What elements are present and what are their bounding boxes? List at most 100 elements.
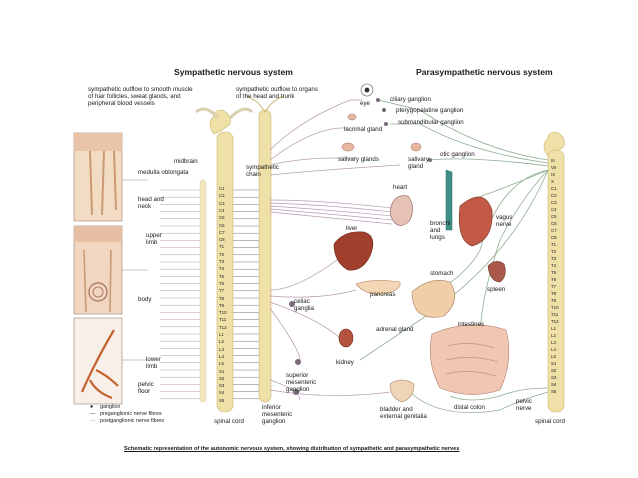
segment-label-right: S3 [551, 375, 557, 380]
segment-label-left: T6 [219, 280, 225, 286]
label-adrenal-gland: adrenal gland [376, 326, 414, 333]
label-outflow-organs: sympathetic outflow to organs of the hea… [236, 86, 318, 100]
segment-label-right: T6 [551, 277, 557, 282]
parasympathetic-title: Parasympathetic nervous system [416, 67, 553, 77]
sympathetic-title: Sympathetic nervous system [174, 67, 293, 77]
segment-label-right: C8 [551, 235, 557, 240]
segment-label-right: S2 [551, 368, 557, 373]
legend-row: — preganglionic nerve fibres [90, 411, 164, 418]
segment-label-right: T1 [551, 242, 557, 247]
segment-label-right: C7 [551, 228, 557, 233]
label-lacrimal-gland: lacrimal gland [344, 126, 383, 133]
label-submandibular-ganglion: submandibular ganglion [398, 119, 464, 126]
label-kidney: kidney [336, 359, 354, 366]
segment-label-left: L3 [219, 346, 224, 352]
legend-symbol: ··· [90, 418, 96, 424]
label-sympathetic-chain: sympathetic chain [246, 164, 280, 178]
sympathetic-chain [245, 95, 285, 403]
label-medulla-oblongata: medulla oblongata [138, 169, 189, 176]
segment-label-right: T8 [551, 291, 557, 296]
legend-row: ● ganglion [90, 404, 164, 411]
preganglionic-fibres [160, 189, 259, 400]
segment-label-left: C7 [219, 229, 225, 235]
label-pelvic-nerve: pelvic nerve [516, 398, 532, 412]
segment-label-right: C1 [551, 186, 557, 191]
label-liver: liver [346, 225, 358, 232]
segment-label-left: C5 [219, 215, 225, 221]
segment-label-right: VII [551, 165, 557, 170]
segment-label-right: L5 [551, 354, 556, 359]
segment-label-right: T10 [551, 305, 559, 310]
segment-label-right: T3 [551, 256, 557, 261]
sympathetic-postganglionic-fibres [269, 99, 401, 401]
label-pelvic-floor: pelvic floor [138, 381, 154, 395]
segment-label-left: T1 [219, 244, 225, 250]
legend-row: ··· postganglionic nerve fibres [90, 418, 164, 425]
label-eye: eye [360, 100, 370, 107]
label-pterygopalatine-ganglion: pterygopalatine ganglion [396, 107, 464, 114]
segment-label-right: T9 [551, 298, 557, 303]
segment-label-left: C1 [219, 186, 225, 191]
label-bladder-genitalia: bladder and external genitalia [380, 406, 427, 420]
segment-label-right: C6 [551, 221, 557, 226]
spinal-cord-right [543, 131, 565, 413]
segment-label-left: T2 [219, 251, 225, 257]
segment-label-right: L3 [551, 340, 556, 345]
segment-label-left: T12 [219, 324, 227, 330]
segment-label-right: T4 [551, 263, 557, 268]
segment-label-right: S4 [551, 382, 557, 387]
label-salivary-glands: salivary glands [338, 156, 379, 163]
segment-label-left: C3 [219, 200, 225, 206]
label-inferior-mesenteric-ganglion: inferior mesenteric ganglion [262, 404, 293, 425]
segment-label-right: L1 [551, 326, 556, 331]
label-head-and-neck: head and neck [138, 196, 164, 210]
figure-caption: Schematic representation of the autonomi… [124, 446, 460, 452]
segment-label-left: S4 [219, 390, 225, 396]
segment-label-right: S1 [551, 361, 557, 366]
segment-label-left: C8 [219, 237, 225, 243]
label-ciliary-ganglion: ciliary ganglion [390, 96, 431, 103]
parasympathetic-fibres [359, 99, 549, 413]
label-vagus-nerve: vagus nerve [496, 214, 513, 228]
segment-label-right: III [551, 158, 555, 163]
label-heart: heart [393, 184, 408, 191]
segment-label-left: L5 [219, 361, 224, 367]
segment-label-left: S1 [219, 368, 225, 374]
label-intestines: intestines [458, 321, 485, 328]
segment-label-right: T12 [551, 319, 559, 324]
segment-label-left: T10 [219, 310, 227, 316]
label-spleen: spleen [487, 286, 506, 293]
label-outflow-smooth: sympathetic outflow to smooth muscle of … [88, 86, 193, 107]
segment-label-right: C5 [551, 214, 557, 219]
legend-text: postganglionic nerve fibres [100, 418, 165, 424]
segment-label-right: T11 [551, 312, 559, 317]
label-salivary-gland: salivary gland [408, 156, 429, 170]
skin-connectors [122, 179, 148, 361]
segment-label-left: T3 [219, 259, 225, 264]
label-otic-ganglion: otic ganglion [440, 151, 475, 158]
label-celiac-ganglia: celiac ganglia [294, 298, 314, 312]
segment-label-left: S5 [219, 397, 225, 403]
label-midbrain: midbrain [174, 158, 198, 165]
legend-text: preganglionic nerve fibres [100, 411, 162, 417]
label-upper-limb: upper limb [146, 232, 162, 246]
segment-label-right: T2 [551, 249, 557, 254]
legend-symbol: — [90, 411, 96, 417]
organs [333, 83, 510, 403]
segment-label-left: C4 [219, 207, 225, 213]
legend-symbol: ● [90, 404, 94, 410]
outflow-arrows [195, 107, 254, 120]
segment-label-left: T4 [219, 266, 225, 272]
segment-label-right: C2 [551, 193, 557, 198]
label-superior-mesenteric-ganglion: superior mesenteric ganglion [286, 372, 317, 393]
segment-label-right: C3 [551, 200, 557, 205]
segment-label-right: X [551, 179, 554, 184]
segment-label-left: L1 [219, 332, 224, 337]
segment-label-left: L4 [219, 353, 224, 359]
segment-label-right: C4 [551, 207, 557, 212]
label-pancreas: pancreas [370, 291, 396, 298]
segment-label-left: C2 [219, 193, 225, 199]
legend-text: ganglion [100, 404, 121, 410]
